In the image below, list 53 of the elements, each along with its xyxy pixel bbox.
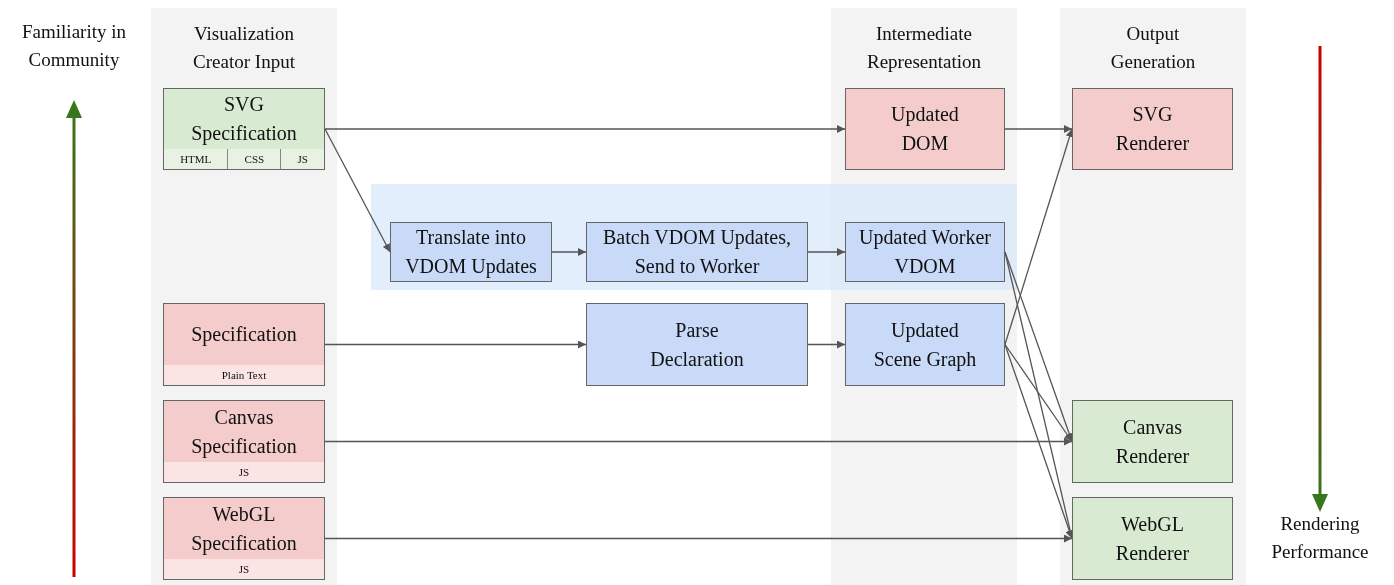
process-box xyxy=(586,303,808,386)
box-label: SVG Renderer xyxy=(1114,102,1191,156)
process-box xyxy=(845,222,1005,282)
renderer-box xyxy=(1072,400,1233,483)
arrow xyxy=(324,125,846,133)
arrow xyxy=(324,437,1073,446)
column-heading: Output Generation xyxy=(1109,22,1197,74)
box-label: Updated Scene Graph xyxy=(872,317,978,373)
column-panel xyxy=(151,8,337,585)
process-box xyxy=(586,222,808,282)
process-box xyxy=(845,88,1005,170)
arrow xyxy=(1004,125,1073,133)
box-label: WebGL Renderer xyxy=(1114,511,1191,566)
arrow xyxy=(1004,128,1074,346)
axis-label: Familiarity in Community xyxy=(21,20,127,72)
box-label: Batch VDOM Updates, Send to Worker xyxy=(602,225,792,279)
renderer-box xyxy=(1072,497,1233,580)
renderer-box xyxy=(1072,88,1233,170)
arrow xyxy=(807,340,846,349)
column-heading: Visualization Creator Input xyxy=(192,22,296,74)
specification-box xyxy=(163,88,325,170)
box-label: Updated DOM xyxy=(890,102,960,156)
format-label: CSS xyxy=(227,149,281,169)
process-box xyxy=(390,222,552,282)
column-heading: Intermediate Representation xyxy=(866,22,982,74)
box-label: Updated Worker VDOM xyxy=(858,225,992,279)
box-label: SVG Specification xyxy=(190,92,298,147)
box-label: Canvas Renderer xyxy=(1114,414,1191,469)
column-panel xyxy=(1060,8,1246,585)
box-label: Specification xyxy=(191,322,297,348)
arrow xyxy=(1004,343,1074,540)
specification-box xyxy=(163,303,325,386)
format-label: JS xyxy=(280,149,324,169)
format-label: JS xyxy=(237,465,251,480)
specification-box xyxy=(163,497,325,580)
arrow xyxy=(324,534,1073,543)
format-label: Plain Text xyxy=(220,368,268,383)
arrow xyxy=(551,248,587,256)
box-label: WebGL Specification xyxy=(190,501,298,557)
box-label: Canvas Specification xyxy=(190,404,298,460)
arrow xyxy=(324,128,391,253)
column-panel xyxy=(831,8,1017,585)
arrow xyxy=(1004,343,1073,443)
box-label: Translate into VDOM Updates xyxy=(404,225,538,280)
arrow xyxy=(807,248,846,256)
format-label: HTML xyxy=(179,152,213,167)
axis-label: Rendering Performance xyxy=(1270,512,1370,564)
box-label: Parse Declaration xyxy=(649,317,745,372)
process-box xyxy=(845,303,1005,386)
arrow xyxy=(324,340,587,349)
format-label: JS xyxy=(237,562,251,577)
specification-box xyxy=(163,400,325,483)
group-band xyxy=(371,184,831,290)
